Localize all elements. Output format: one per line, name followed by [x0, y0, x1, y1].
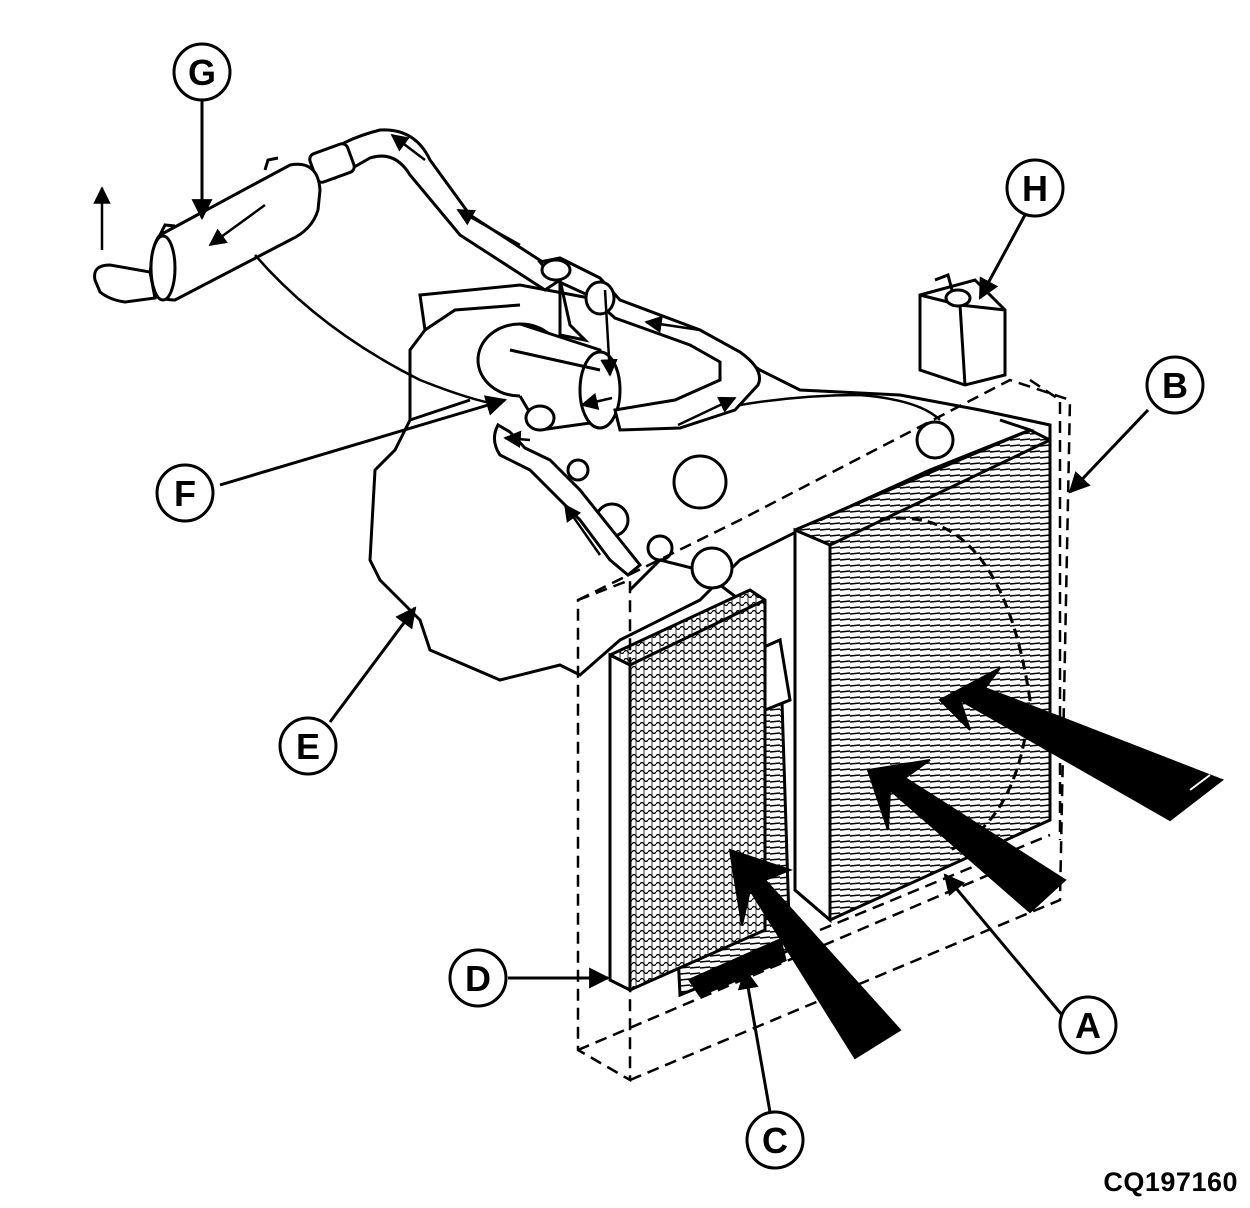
radiator [793, 418, 1052, 924]
screen [608, 588, 767, 993]
figure-code: CQ197160 [1103, 1167, 1238, 1197]
callout-h: H [1005, 158, 1065, 218]
dashed-outlines [576, 378, 1072, 1083]
svg-text:D: D [465, 958, 491, 999]
callouts: G H B F E D C A [155, 42, 1205, 1170]
callout-c: C [745, 1110, 805, 1170]
svg-text:A: A [1075, 1005, 1101, 1046]
coolant-hoses [493, 256, 941, 577]
callout-b: B [1145, 355, 1205, 415]
coolant-reservoir [918, 273, 1007, 387]
svg-text:E: E [296, 726, 320, 767]
svg-text:G: G [188, 52, 216, 93]
svg-text:F: F [174, 473, 196, 514]
callout-a: A [1058, 995, 1118, 1055]
callout-e: E [278, 716, 338, 776]
callout-leaders [191, 100, 1150, 1113]
callout-g: G [172, 42, 232, 102]
flow-arrows [93, 133, 737, 556]
callout-f: F [155, 463, 215, 523]
svg-text:H: H [1022, 168, 1048, 209]
svg-text:B: B [1162, 365, 1188, 406]
svg-text:C: C [762, 1120, 788, 1161]
airflow-arrows [728, 667, 1225, 1060]
callout-d: D [448, 948, 508, 1008]
exhaust-system [93, 128, 562, 407]
